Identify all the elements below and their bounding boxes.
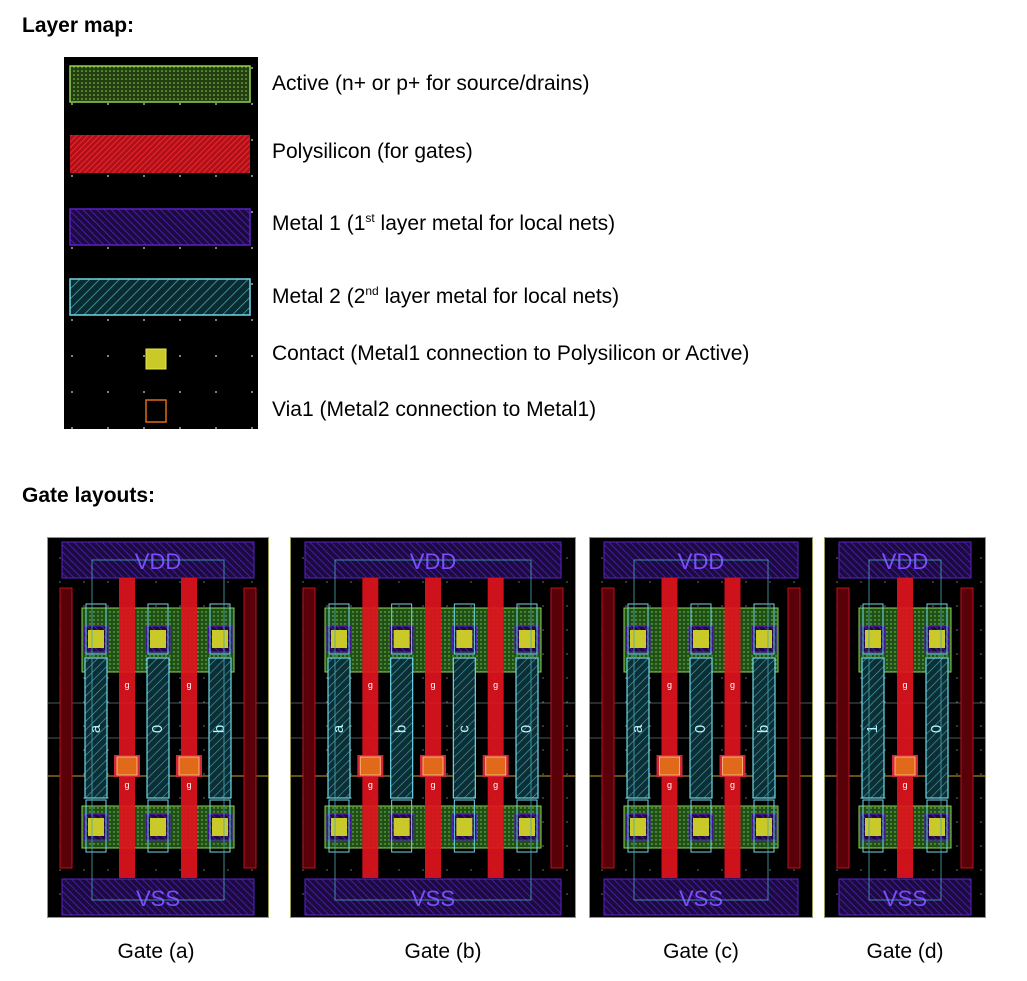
poly-gate xyxy=(119,578,135,878)
svg-text:g: g xyxy=(493,780,498,790)
metal2-swatch xyxy=(69,278,251,316)
vss-rail xyxy=(838,878,972,916)
vss-label: VSS xyxy=(679,886,723,911)
input-strip xyxy=(752,657,776,799)
vss-label: VSS xyxy=(136,886,180,911)
svg-text:g: g xyxy=(430,680,435,690)
gate-d-caption: Gate (d) xyxy=(866,940,944,963)
gate-c-layout: VDD VSS g g g g a 0 b xyxy=(589,537,813,918)
legend-label-poly: Polysilicon (for gates) xyxy=(272,140,473,163)
input-label: a xyxy=(87,724,104,733)
input-strip xyxy=(84,657,108,799)
gate-a-caption: Gate (a) xyxy=(117,940,195,963)
gate-layouts-heading: Gate layouts: xyxy=(22,484,156,507)
input-label: 0 xyxy=(928,725,945,733)
input-label: a xyxy=(330,724,347,733)
input-label: a xyxy=(629,724,646,733)
layer-map-heading: Layer map: xyxy=(22,14,135,37)
svg-text:g: g xyxy=(730,680,735,690)
svg-text:g: g xyxy=(124,780,129,790)
svg-text:g: g xyxy=(124,680,129,690)
legend-label-via1: Via1 (Metal2 connection to Metal1) xyxy=(272,398,597,421)
contact-swatch xyxy=(145,348,167,370)
input-strip xyxy=(689,657,713,799)
svg-text:g: g xyxy=(902,780,907,790)
input-label: 0 xyxy=(692,725,709,733)
input-strip xyxy=(452,657,476,799)
poly-gate xyxy=(362,578,379,878)
input-label: b xyxy=(393,725,410,733)
input-label: 0 xyxy=(518,725,535,733)
input-strip xyxy=(626,657,650,799)
vss-rail xyxy=(304,878,562,916)
svg-text:g: g xyxy=(902,680,907,690)
metal1-swatch xyxy=(69,208,251,246)
input-strip xyxy=(861,657,885,799)
svg-text:g: g xyxy=(667,780,672,790)
svg-text:g: g xyxy=(430,780,435,790)
input-label: b xyxy=(755,725,772,733)
gate-d-layout: VDD VSS g g 1 0 xyxy=(824,537,986,918)
svg-text:g: g xyxy=(667,680,672,690)
input-strip xyxy=(146,657,170,799)
legend-label-metal2: Metal 2 (2nd layer metal for local nets) xyxy=(272,284,620,308)
input-label: c xyxy=(455,725,472,733)
input-strip xyxy=(327,657,351,799)
poly-gate xyxy=(487,578,504,878)
gate-b-caption: Gate (b) xyxy=(404,940,482,963)
vss-label: VSS xyxy=(883,886,927,911)
poly-swatch xyxy=(70,135,250,173)
svg-text:g: g xyxy=(186,680,191,690)
vss-rail xyxy=(61,878,255,916)
svg-text:g: g xyxy=(730,780,735,790)
poly-gate xyxy=(181,578,197,878)
input-strip xyxy=(208,657,232,799)
svg-text:g: g xyxy=(368,680,373,690)
active-swatch xyxy=(69,65,251,103)
input-label: 0 xyxy=(149,725,166,733)
poly-gate xyxy=(724,578,741,878)
gate-c-caption: Gate (c) xyxy=(663,940,739,963)
vdd-label: VDD xyxy=(678,549,724,574)
vdd-label: VDD xyxy=(135,549,181,574)
input-label: b xyxy=(211,725,228,733)
vss-label: VSS xyxy=(411,886,455,911)
vdd-label: VDD xyxy=(882,549,928,574)
via1-swatch xyxy=(145,399,167,423)
poly-gate xyxy=(897,578,913,878)
gate-a-layout: VDD VSS g g g g a 0 b xyxy=(47,537,269,918)
poly-gate xyxy=(661,578,678,878)
poly-gate xyxy=(425,578,441,878)
input-label: 1 xyxy=(864,725,881,733)
vdd-label: VDD xyxy=(410,549,456,574)
svg-text:g: g xyxy=(368,780,373,790)
input-strip xyxy=(515,657,539,799)
gate-b-layout: VDD VSS g g g g g g a b c 0 xyxy=(290,537,576,918)
legend-label-active: Active (n+ or p+ for source/drains) xyxy=(272,72,590,95)
vss-rail xyxy=(603,878,799,916)
layer-legend-panel xyxy=(64,57,258,429)
svg-text:g: g xyxy=(493,680,498,690)
legend-label-metal1: Metal 1 (1st layer metal for local nets) xyxy=(272,211,616,235)
input-strip xyxy=(925,657,949,799)
svg-text:g: g xyxy=(186,780,191,790)
legend-label-contact: Contact (Metal1 connection to Polysilico… xyxy=(272,342,750,365)
input-strip xyxy=(390,657,414,799)
